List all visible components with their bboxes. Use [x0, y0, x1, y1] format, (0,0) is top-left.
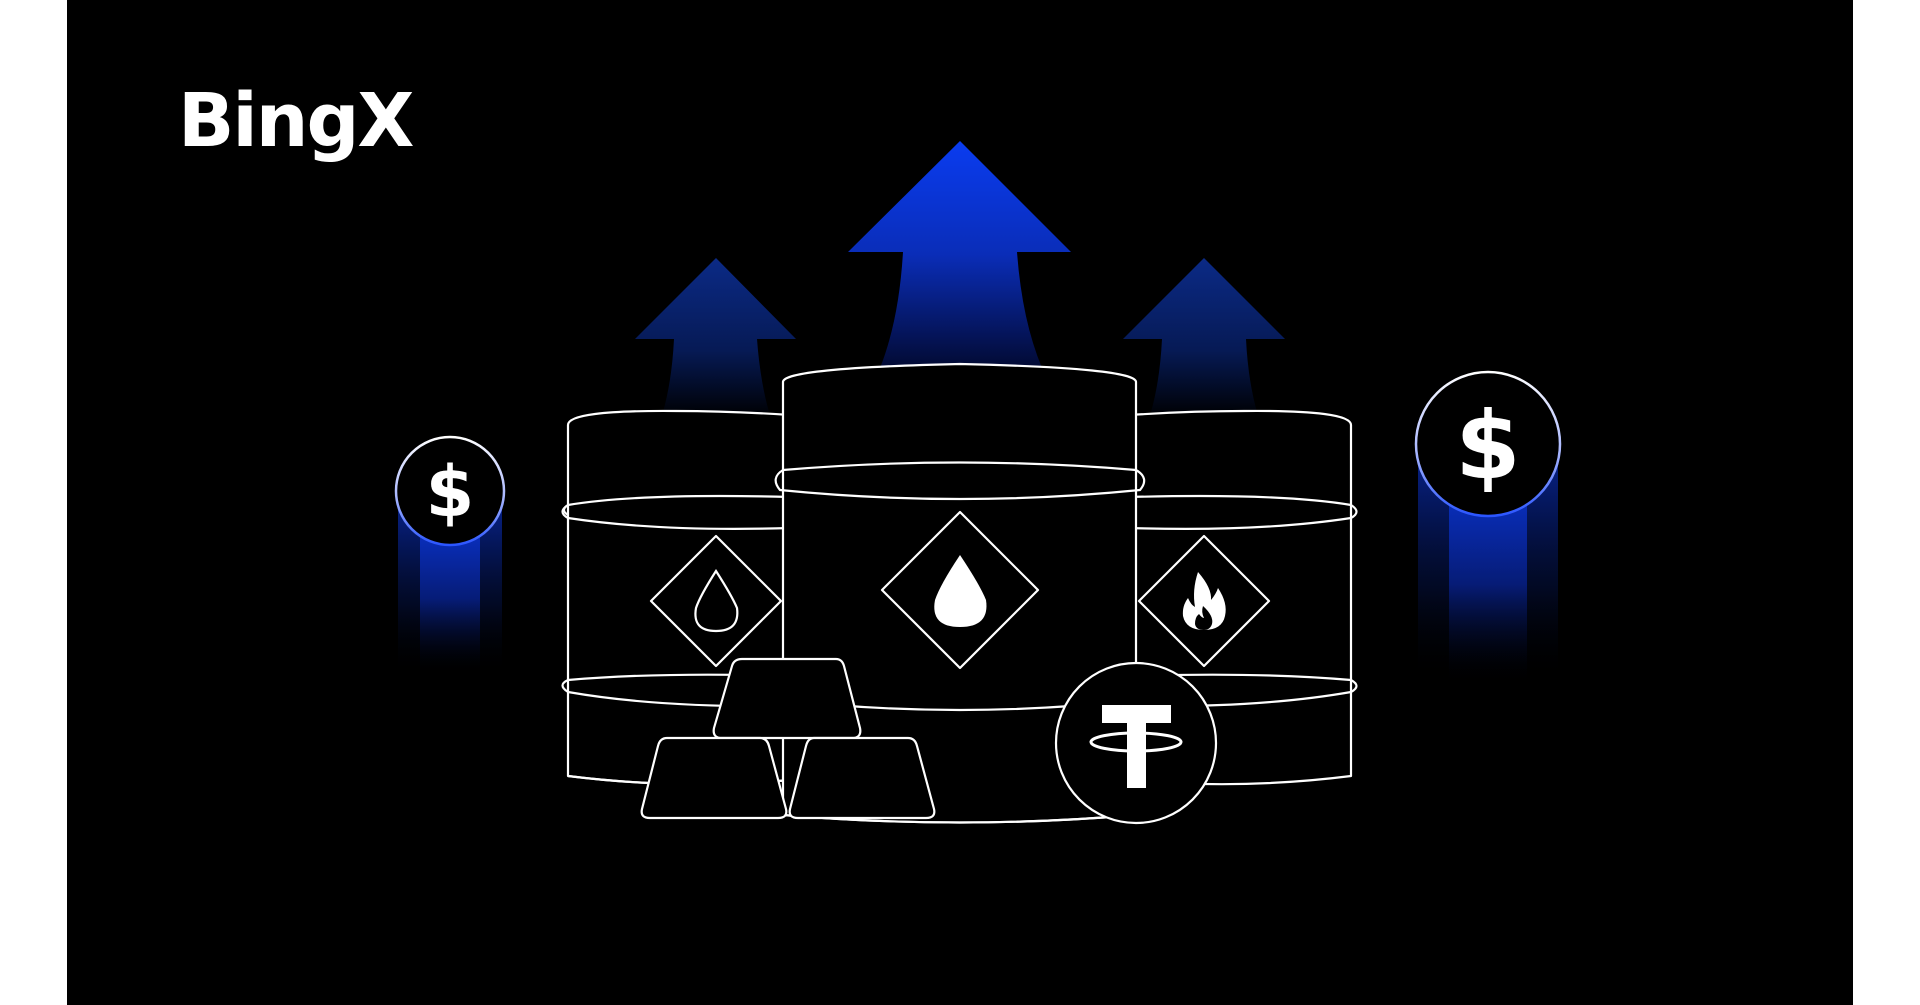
arrow-up-center-icon — [848, 141, 1071, 368]
hazard-diamond-right — [1137, 534, 1271, 668]
tether-icon — [1089, 705, 1183, 788]
droplet-outline-icon — [694, 568, 739, 633]
dollar-icon: $ — [1455, 392, 1520, 501]
right-dollar-coin: $ — [1414, 370, 1562, 518]
gold-bar-bottom-right — [788, 736, 936, 820]
arrow-up-right-icon — [1123, 258, 1285, 412]
dollar-icon: $ — [426, 451, 475, 533]
bingx-logo: BingX — [178, 78, 414, 164]
hazard-diamond-center — [880, 510, 1040, 670]
gold-bar-bottom-left — [640, 736, 788, 820]
hazard-diamond-left — [649, 534, 783, 668]
flame-icon — [1182, 572, 1226, 630]
left-dollar-coin: $ — [394, 435, 506, 547]
gold-bar-top — [712, 657, 862, 740]
droplet-filled-icon — [934, 555, 987, 627]
arrow-up-left-icon — [635, 258, 796, 412]
tether-coin — [1054, 661, 1218, 825]
